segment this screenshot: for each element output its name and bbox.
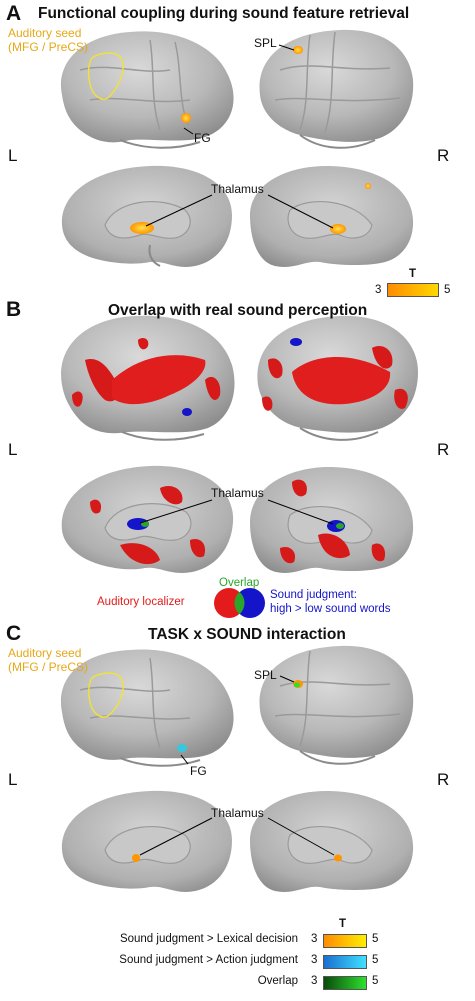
right-hemisphere-label: R: [437, 770, 450, 789]
fg-label: FG: [194, 131, 211, 145]
legend-row-max: 5: [372, 954, 379, 966]
spl-label: SPL: [254, 36, 277, 50]
brain-b-left-medial: [61, 465, 234, 573]
venn-localizer-label: Auditory localizer: [97, 596, 185, 608]
legend-row-min: 3: [311, 975, 318, 987]
venn-overlap-label: Overlap: [219, 577, 260, 589]
legend-row-min: 3: [311, 954, 318, 966]
legend-row-label: Sound judgment > Action judgment: [119, 954, 298, 966]
colorbar-gradient: [387, 283, 439, 297]
legend-row-min: 3: [311, 933, 318, 945]
brain-c-right-medial: [250, 790, 414, 892]
seed-label-line2: (MFG / PreCS): [8, 660, 88, 674]
legend-row-max: 5: [372, 933, 379, 945]
right-hemisphere-label: R: [437, 440, 450, 459]
left-hemisphere-label: L: [8, 770, 18, 789]
panel-c-title: TASK x SOUND interaction: [148, 626, 346, 643]
legend-t-title: T: [339, 918, 347, 930]
panel-c-letter: C: [6, 622, 22, 645]
brain-b-right-lateral: [257, 315, 418, 441]
legend-row-colorbar: [323, 976, 367, 990]
panel-a-seed-label: Auditory seed (MFG / PreCS): [8, 26, 88, 54]
venn-legend: [214, 588, 265, 618]
left-hemisphere-label: L: [8, 146, 18, 165]
brain-b-left-lateral: [61, 315, 235, 441]
venn-judgment-line1: Sound judgment:: [270, 589, 357, 601]
colorbar-a: T 3 5: [372, 268, 472, 304]
colorbar-title: T: [409, 268, 417, 280]
seed-label-line2: (MFG / PreCS): [8, 40, 88, 54]
legend-row-label: Sound judgment > Lexical decision: [119, 933, 298, 945]
panel-a-letter: A: [6, 2, 22, 25]
panel-c-seed-label: Auditory seed (MFG / PreCS): [8, 646, 88, 674]
legend-row-colorbar: [323, 934, 367, 948]
legend-row-label: Overlap: [257, 975, 298, 987]
venn-judgment-label: Sound judgment: high > low sound words: [270, 588, 391, 616]
seed-label-line1: Auditory seed: [8, 646, 82, 660]
brain-c-left-lateral: [60, 649, 234, 767]
legend-row-max: 5: [372, 975, 379, 987]
seed-label-line1: Auditory seed: [8, 26, 82, 40]
brain-a-right-medial: [250, 165, 414, 267]
legend-row-colorbar: [323, 955, 367, 969]
brain-c-right-lateral: [259, 645, 414, 765]
spl-label: SPL: [254, 668, 277, 682]
panel-b-letter: B: [6, 298, 22, 321]
right-hemisphere-label: R: [437, 146, 450, 165]
colorbar-min: 3: [375, 284, 382, 296]
venn-judgment-line2: high > low sound words: [270, 603, 391, 615]
panel-a-title: Functional coupling during sound feature…: [38, 5, 410, 22]
left-hemisphere-label: L: [8, 440, 18, 459]
thalamus-label: Thalamus: [211, 806, 264, 820]
brain-c-left-medial: [61, 790, 233, 892]
brain-a-right-lateral: [259, 29, 414, 149]
panel-b-title: Overlap with real sound perception: [108, 302, 368, 319]
brain-a-left-lateral: [60, 31, 234, 149]
brain-b-right-medial: [250, 466, 414, 573]
thalamus-label: Thalamus: [211, 486, 264, 500]
thalamus-label: Thalamus: [211, 182, 264, 196]
colorbar-max: 5: [444, 284, 451, 296]
brain-a-left-medial: [61, 165, 233, 267]
fg-label: FG: [190, 764, 207, 778]
